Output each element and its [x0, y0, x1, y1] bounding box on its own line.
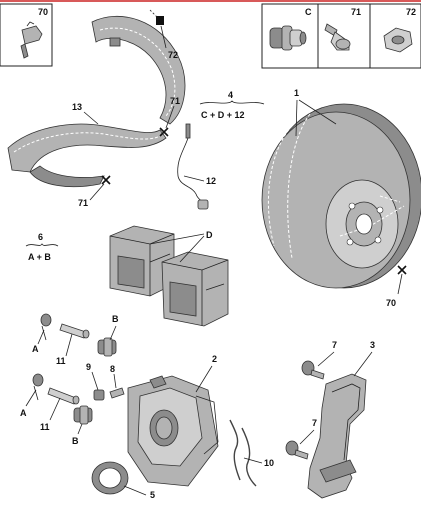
boot-top — [97, 337, 117, 357]
part-8-label: 8 — [110, 364, 115, 374]
guide-pin-bottom — [32, 373, 44, 401]
bolt-icon — [324, 23, 351, 51]
spring-10-label: 10 — [264, 458, 274, 468]
caliper-bracket — [307, 373, 367, 499]
wear-sensor — [177, 123, 209, 210]
group-6-contents: A + B — [28, 252, 51, 262]
box-fastener-c: C — [261, 3, 319, 69]
bolt-7-bottom-label: 7 — [312, 418, 317, 428]
dust-shield-lower — [7, 123, 167, 188]
box-72-label: 72 — [406, 7, 416, 17]
bracket-bolt-top — [301, 360, 325, 380]
sensor-12-label: 12 — [206, 176, 216, 186]
brake-disc — [261, 103, 421, 289]
shield-bolt-71-bottom — [101, 175, 111, 185]
group-6-fraction: 6 A + B — [25, 232, 59, 262]
group-4-fraction: 4 C + D + 12 — [199, 90, 265, 120]
spring-clip — [229, 419, 257, 487]
shield-72-label: 72 — [168, 50, 178, 60]
sleeve-11-top-label: 11 — [56, 356, 66, 366]
box-71-label: 71 — [351, 7, 361, 17]
shield-71-top-label: 71 — [170, 96, 180, 106]
pads-d-label: D — [206, 230, 213, 240]
shield-bolt-71-top — [159, 127, 169, 137]
shield-71-bottom-label: 71 — [78, 198, 88, 208]
bushing-icon — [269, 25, 307, 51]
box-nut-72: 72 — [369, 3, 421, 69]
box-70-label: 70 — [38, 7, 48, 17]
part-9-label: 9 — [86, 362, 91, 372]
seal-ring — [91, 461, 129, 495]
bolt-7-top-label: 7 — [332, 340, 337, 350]
box-bolt-71: 71 — [317, 3, 371, 69]
boot-b-bottom-label: B — [72, 436, 79, 446]
group-6-label: 6 — [38, 232, 43, 242]
bleed-cap-9 — [93, 389, 105, 401]
shield-13-label: 13 — [72, 102, 82, 112]
pin-a-bottom-label: A — [20, 408, 27, 418]
bleed-screw-8 — [109, 387, 125, 399]
caliper-2-label: 2 — [212, 354, 217, 364]
disc-70-label: 70 — [386, 298, 396, 308]
boot-bottom — [73, 405, 93, 425]
bracket-3-label: 3 — [370, 340, 375, 350]
guide-pin-top — [40, 313, 52, 341]
group-4-contents: C + D + 12 — [201, 110, 245, 120]
seal-5-label: 5 — [150, 490, 155, 500]
boot-b-top-label: B — [112, 314, 119, 324]
nut-icon — [383, 27, 413, 53]
brake-pads — [109, 225, 229, 327]
sleeve-11-bottom-label: 11 — [40, 422, 50, 432]
dust-shield-upper — [91, 15, 186, 125]
disc-1-label: 1 — [294, 88, 299, 98]
box-c-label: C — [305, 7, 312, 17]
pin-a-top-label: A — [32, 344, 39, 354]
group-4-label: 4 — [228, 90, 233, 100]
sleeve-bottom — [47, 387, 80, 405]
caliper — [127, 375, 219, 487]
bracket-bolt-bottom — [285, 440, 309, 460]
box-clip-70: 70 — [0, 3, 53, 67]
clip-icon — [20, 21, 43, 59]
disc-screw-70 — [397, 265, 407, 275]
shield-nut-72 — [149, 9, 164, 25]
sleeve-top — [59, 323, 90, 339]
